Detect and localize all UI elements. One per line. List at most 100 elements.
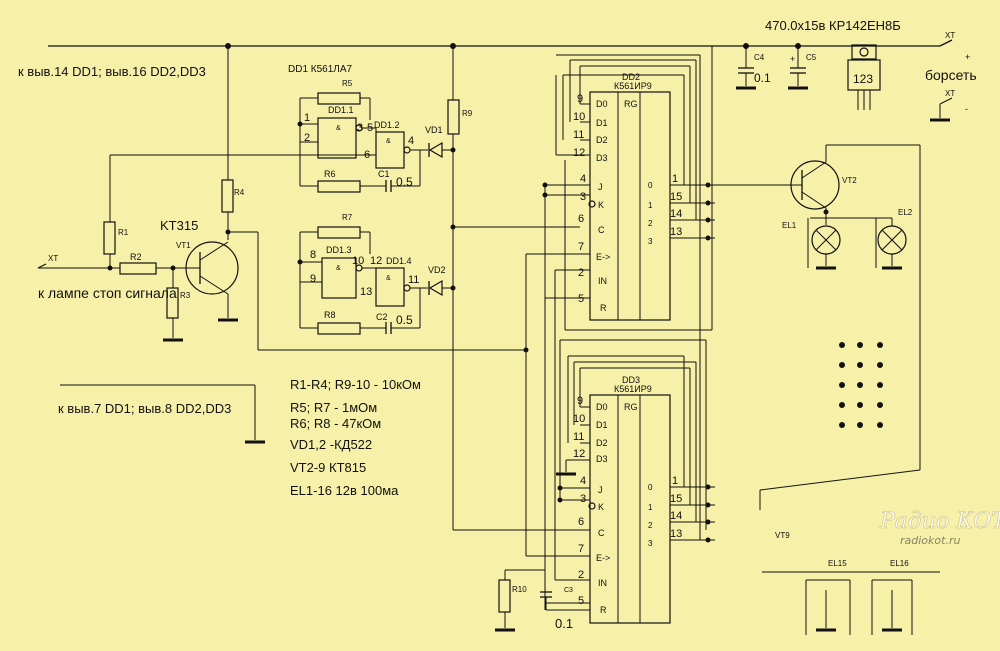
- bom-list: R1-R4; R9-10 - 10кОм R5; R7 - 1мОм R6; R…: [290, 377, 421, 498]
- dd11-pin2: 2: [304, 132, 310, 144]
- dd13-pin9: 9: [310, 273, 316, 285]
- dd3-pin15: 15: [670, 493, 682, 505]
- dd3-d3: D3: [596, 454, 608, 464]
- c4-label: C4: [754, 53, 765, 62]
- vd1-label: VD1: [425, 125, 443, 135]
- bom-line-5: VT2-9 КТ815: [290, 460, 366, 475]
- dd3-part: К561ИР9: [614, 384, 652, 394]
- dd2-pin4: 4: [580, 173, 586, 185]
- dd2-d0: D0: [596, 99, 608, 109]
- dd2-pin15: 15: [670, 191, 682, 203]
- dd2-pin5: 5: [578, 293, 584, 305]
- gate-dd1-4: DD1.4 & 12 13 11: [360, 255, 422, 307]
- dd2-c: C: [598, 225, 605, 235]
- ground-rail: [60, 384, 265, 444]
- dd3-e: E->: [596, 553, 610, 563]
- capacitor-c4: C4 0.1: [736, 46, 771, 90]
- dd2-q2: 2: [648, 219, 653, 228]
- resistor-r8: R8: [300, 310, 382, 335]
- resistor-r6: R6: [300, 169, 382, 193]
- cascade-lines: [559, 46, 713, 530]
- bus-lines: [453, 54, 701, 610]
- dd2-e: E->: [596, 252, 610, 262]
- c3-value: 0.1: [555, 616, 573, 631]
- dd3-pin4: 4: [580, 475, 586, 487]
- dd2-pin9: 9: [577, 93, 583, 105]
- dd3-q1: 1: [648, 503, 653, 512]
- dd13-pin10: 10: [352, 255, 364, 267]
- bom-line-3: R6; R8 - 47кОм: [290, 416, 381, 431]
- dd12-label: DD1.2: [374, 120, 400, 130]
- dd2-d1: D1: [596, 118, 608, 128]
- dd11-pin3: 3: [357, 122, 363, 134]
- dd13-label: DD1.3: [326, 245, 352, 255]
- dd2-in: IN: [598, 276, 607, 286]
- resistor-r1: R1: [103, 155, 129, 271]
- r10-label: R10: [512, 585, 527, 594]
- dd1-title: DD1 К561ЛА7: [288, 64, 353, 75]
- dd3-pin9: 9: [577, 395, 583, 407]
- vd2-label: VD2: [428, 265, 446, 275]
- watermark-bottom: radiokot.ru: [900, 534, 960, 547]
- dd2-pin13: 13: [670, 226, 682, 238]
- resistor-r2: R2: [119, 252, 190, 275]
- dd3-pin13: 13: [670, 528, 682, 540]
- c5-plus: +: [790, 54, 795, 64]
- resistor-r4: R4: [221, 46, 526, 351]
- vt2-label: VT2: [842, 176, 857, 185]
- register-dd3: DD3 К561ИР9 D0 D1 D2 D3 J K C E-> IN R R…: [556, 355, 715, 624]
- r7-label: R7: [342, 213, 353, 222]
- dd3-pin2: 2: [578, 569, 584, 581]
- bom-line-2: R5; R7 - 1мОм: [290, 400, 377, 415]
- dd2-j: J: [598, 182, 603, 192]
- out-minus-sign: -: [965, 104, 968, 114]
- bom-line-6: EL1-16 12в 100ма: [290, 483, 399, 498]
- dd3-q3: 3: [648, 539, 653, 548]
- dd3-pin14: 14: [670, 510, 682, 522]
- dd3-title: DD3: [622, 375, 640, 385]
- c3-label: C3: [564, 587, 573, 594]
- regulator-kr142en8b: 123: [847, 44, 881, 110]
- xt-out-minus-label: XT: [945, 89, 955, 98]
- gate-dd1-3: DD1.3 & 8 9 10: [297, 245, 364, 299]
- lamp-el1: EL1: [782, 217, 892, 270]
- out-plus-sign: +: [965, 52, 970, 62]
- bom-line-4: VD1,2 -КД522: [290, 437, 372, 452]
- dd3-pin7: 7: [578, 543, 584, 555]
- capacitor-c1: C1 0.5: [378, 150, 421, 192]
- c5-label: C5: [806, 53, 817, 62]
- diode-vd2: VD2: [422, 265, 456, 297]
- r3-label: R3: [180, 291, 191, 300]
- transistor-vt2: VT2: [790, 144, 921, 470]
- dd2-d3: D3: [596, 153, 608, 163]
- dd3-pin11: 11: [573, 431, 584, 443]
- power-note: к выв.14 DD1; выв.16 DD2,DD3: [18, 64, 206, 79]
- vt9-label: VT9: [775, 531, 790, 540]
- dd12-pin5: 5: [367, 122, 373, 134]
- dd14-label: DD1.4: [386, 256, 412, 266]
- r4-label: R4: [234, 188, 245, 197]
- c4-value: 0.1: [754, 71, 771, 85]
- onboard-label: борсеть: [925, 67, 977, 83]
- dd3-r: R: [600, 605, 607, 615]
- dd2-rg: RG: [624, 99, 638, 109]
- dd3-pin10: 10: [573, 413, 585, 425]
- dd14-pin12: 12: [370, 255, 382, 267]
- xt-out-plus-label: XT: [945, 31, 955, 40]
- gate-dd1-2: DD1.2 & 5 6 4: [110, 120, 422, 169]
- resistor-r10: R10: [495, 569, 545, 632]
- dd11-pin1: 1: [304, 112, 310, 124]
- output-terminals: XT + борсеть XT -: [925, 31, 977, 122]
- ground-note: к выв.7 DD1; выв.8 DD2,DD3: [58, 401, 231, 416]
- c1-label: C1: [378, 169, 390, 179]
- capacitor-c5: C5 +: [788, 46, 817, 90]
- dd13-amp: &: [336, 265, 341, 272]
- dd3-d1: D1: [596, 420, 608, 430]
- dd3-pin12: 12: [573, 448, 585, 460]
- bom-line-1: R1-R4; R9-10 - 10кОм: [290, 377, 421, 392]
- kt315-label: KT315: [160, 218, 198, 233]
- dd2-pin7: 7: [578, 241, 584, 253]
- dd3-q0: 0: [648, 483, 653, 492]
- dd3-j: J: [598, 485, 603, 495]
- dd3-d2: D2: [596, 438, 608, 448]
